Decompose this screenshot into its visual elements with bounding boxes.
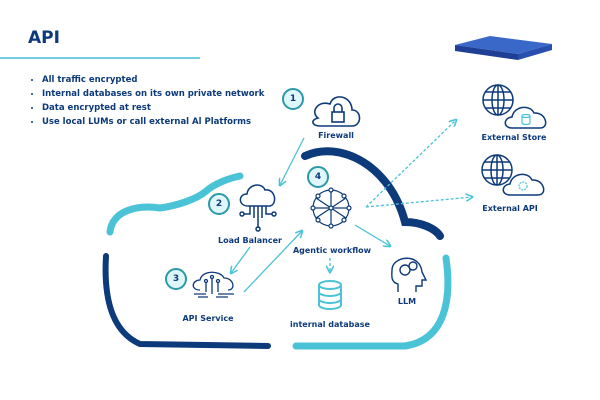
list-item: All traffic encrypted <box>42 73 264 87</box>
cloud-network-icon <box>239 184 277 232</box>
llm-label: LLM <box>397 297 417 306</box>
api-service-label: API Service <box>182 314 234 323</box>
globe-cloud-database-icon <box>482 84 547 129</box>
cloud-circuit-icon <box>192 271 234 298</box>
cloud-outline-cyan-top <box>106 172 244 236</box>
list-item: Data encrypted at rest <box>42 101 264 115</box>
cloud-outline-cyan-right <box>292 254 452 350</box>
globe-cloud-gear-icon <box>481 154 545 196</box>
neural-network-icon <box>310 187 352 229</box>
internal-database-label: internal database <box>290 320 370 329</box>
platform-slab-icon <box>455 36 552 60</box>
agentic-workflow-label: Agentic workflow <box>292 246 372 255</box>
cloud-outline-navy-left <box>102 253 271 349</box>
external-api-label: External API <box>482 204 538 213</box>
title-underline <box>0 57 200 59</box>
flow-arrows <box>231 120 472 293</box>
step-badge-4: 4 <box>307 166 329 188</box>
page-title: API <box>28 28 60 48</box>
external-store-label: External Store <box>481 133 547 142</box>
load-balancer-label: Load Balancer <box>218 236 282 245</box>
step-badge-1: 1 <box>282 88 304 110</box>
list-item: Use local LUMs or call external Al Platf… <box>42 115 264 129</box>
cloud-outline-navy-top <box>301 147 444 240</box>
ai-head-gears-icon <box>391 257 428 292</box>
database-icon <box>318 280 342 310</box>
list-item: Internal databases on its own private ne… <box>42 87 264 101</box>
feature-list: All traffic encrypted Internal databases… <box>28 73 264 129</box>
step-badge-2: 2 <box>208 193 230 215</box>
cloud-lock-icon <box>312 96 361 127</box>
firewall-label: Firewall <box>318 131 354 140</box>
step-badge-3: 3 <box>165 268 187 290</box>
